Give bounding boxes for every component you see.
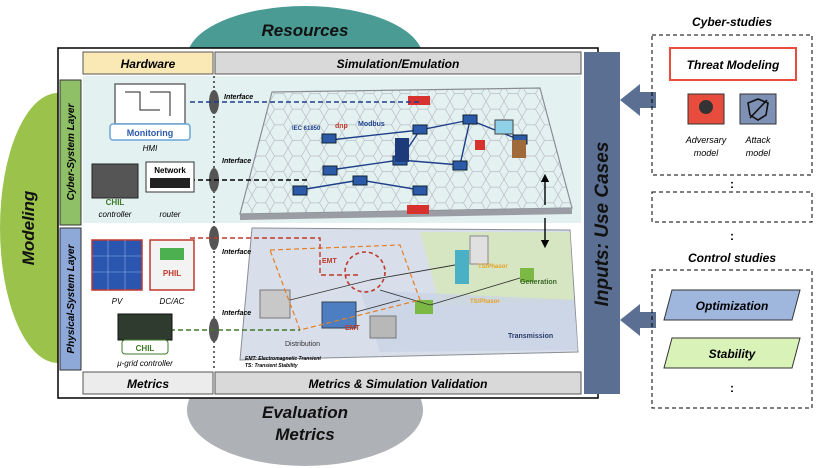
threat-modeling-box[interactable] xyxy=(669,47,797,81)
circuit-schematic-icon xyxy=(125,91,171,116)
transmission-label: Transmission xyxy=(508,333,553,340)
server-rack-icon xyxy=(395,138,409,162)
inputs-bar xyxy=(584,52,620,394)
stability-box[interactable] xyxy=(663,337,801,369)
metrics-footer xyxy=(82,371,214,395)
ts-label-1: TS/Phasor xyxy=(478,264,508,270)
controller-label: controller xyxy=(99,210,132,219)
shield-icon xyxy=(747,98,769,121)
archive-icon xyxy=(512,140,526,158)
transmission-zone xyxy=(360,290,578,352)
firewall-icon-2 xyxy=(407,205,429,214)
chil-bottom-label-box xyxy=(121,339,169,355)
hardware-header-label: Hardware xyxy=(121,57,176,71)
placeholder-study-box xyxy=(651,191,813,223)
hacker-icon xyxy=(699,100,713,114)
ugrid-label: μ-grid controller xyxy=(116,359,173,368)
emt-label-1: EMT xyxy=(322,258,338,265)
arrow-from-cyber-studies xyxy=(620,84,656,116)
cyber-studies-box xyxy=(651,34,813,176)
evaluation-title: Evaluation xyxy=(262,403,348,422)
legend-ts: TS: Transient Stability xyxy=(245,363,298,369)
interface-label-1: Interface xyxy=(224,94,253,101)
cyber-layer-bar xyxy=(59,79,82,226)
stability-label: Stability xyxy=(709,347,757,361)
inputs-bar-label: Inputs: Use Cases xyxy=(592,142,613,307)
modeling-title: Modeling xyxy=(19,190,38,265)
pv-label: PV xyxy=(112,297,123,306)
chil-bottom-label: CHIL xyxy=(136,344,155,353)
cyber-studies-title: Cyber-studies xyxy=(692,15,772,29)
protocol-iec61850: IEC 61850 xyxy=(292,126,321,132)
ts-label-2: TS/Phasor xyxy=(470,299,500,305)
phil-label: PHIL xyxy=(163,269,181,278)
physical-layer-label: Physical-System Layer xyxy=(66,243,77,353)
emt-region-marker xyxy=(344,251,386,293)
lock-icon xyxy=(475,140,485,150)
network-links xyxy=(299,119,521,191)
ugrid-controller-image xyxy=(117,313,173,341)
chil-top-label: CHIL xyxy=(106,198,125,207)
adversary-label-1: Adversary xyxy=(685,135,727,145)
monitoring-screen xyxy=(114,83,186,125)
firewall-icon xyxy=(408,96,430,105)
physical-layer-bar xyxy=(59,227,82,371)
interface-label-3: Interface xyxy=(222,249,251,256)
validation-footer xyxy=(214,371,582,395)
control-studies-box xyxy=(651,269,813,409)
router-label: router xyxy=(160,210,181,219)
router-body xyxy=(150,178,190,188)
phil-display xyxy=(160,248,184,260)
generation-label: Generation xyxy=(520,279,557,286)
monitoring-label-box xyxy=(109,123,191,141)
pv-grid xyxy=(92,240,142,290)
interface-label-4: Interface xyxy=(222,310,251,317)
distribution-label: Distribution xyxy=(285,341,320,348)
adversary-label-2: model xyxy=(694,148,720,158)
attack-label-2: model xyxy=(746,148,772,158)
cyber-layer-label: Cyber-System Layer xyxy=(66,103,77,201)
threat-modeling-label: Threat Modeling xyxy=(687,58,780,72)
interface-label-2: Interface xyxy=(222,158,251,165)
validation-footer-label: Metrics & Simulation Validation xyxy=(309,377,488,391)
control-ellipsis-top: : xyxy=(730,229,734,243)
legend-emt: EMT: Electromagnetic Transient xyxy=(245,356,321,362)
simulation-header-label: Simulation/Emulation xyxy=(337,57,460,71)
network-label: Network xyxy=(154,166,186,175)
shield-slash-icon xyxy=(749,99,768,119)
arrow-from-control-studies xyxy=(620,304,656,336)
emt-dashed-boundary xyxy=(269,244,421,331)
monitoring-label: Monitoring xyxy=(127,128,174,138)
board-shadow xyxy=(240,208,572,220)
dcac-label: DC/AC xyxy=(160,297,185,306)
hmi-label: HMI xyxy=(143,144,158,153)
power-lines xyxy=(289,264,521,313)
cyber-ellipsis: : xyxy=(730,177,734,191)
control-ellipsis-bottom: : xyxy=(730,381,734,395)
chil-controller-image xyxy=(91,163,139,199)
protocol-dnp: dnp xyxy=(335,123,348,130)
resources-title: Resources xyxy=(262,21,349,40)
pv-panel-image xyxy=(91,239,143,291)
workstation-icon xyxy=(494,119,514,135)
hardware-header xyxy=(82,51,214,75)
emt-label-2: EMT xyxy=(345,325,361,332)
protocol-modbus: Modbus xyxy=(358,121,385,128)
control-studies-title: Control studies xyxy=(688,251,776,265)
attack-label-1: Attack xyxy=(744,135,771,145)
optimization-box[interactable] xyxy=(663,289,801,321)
optimization-label: Optimization xyxy=(696,299,769,313)
metrics-footer-label: Metrics xyxy=(127,377,169,391)
interface-link-phil xyxy=(190,237,360,276)
metrics-title: Metrics xyxy=(275,425,335,444)
simulation-header xyxy=(214,51,582,75)
